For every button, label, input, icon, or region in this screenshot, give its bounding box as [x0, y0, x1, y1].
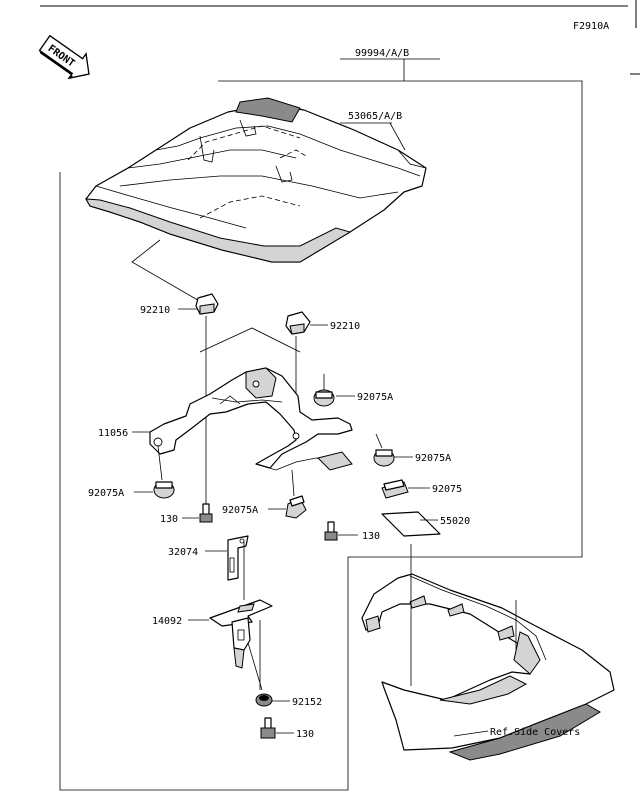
seat-cover-leader — [389, 122, 406, 151]
washer — [255, 693, 273, 707]
label-damper-5: 92075 — [432, 484, 462, 495]
label-bracket: 11056 — [98, 428, 128, 439]
side-covers-leader — [453, 730, 489, 737]
stay — [227, 535, 249, 581]
diagram-code: F2910A — [573, 21, 609, 32]
label-bolt-2: 130 — [362, 531, 380, 542]
label-damper-3: 92075A — [88, 488, 124, 499]
assembly-frame — [59, 80, 583, 791]
label-seat-cover: 53065/A/B — [348, 111, 402, 122]
label-clip-left: 92210 — [140, 305, 170, 316]
label-pad: 55020 — [440, 516, 470, 527]
holder — [209, 599, 273, 669]
label-holder: 14092 — [152, 616, 182, 627]
damper-1 — [313, 389, 335, 407]
label-damper-4: 92075A — [222, 505, 258, 516]
damper-5 — [381, 479, 409, 499]
label-damper-1: 92075A — [357, 392, 393, 403]
damper-3 — [153, 481, 175, 499]
front-arrow-icon: FRONT — [38, 34, 90, 80]
label-damper-2: 92075A — [415, 453, 451, 464]
damper-2 — [373, 449, 395, 467]
label-washer: 92152 — [292, 697, 322, 708]
bolt-1 — [199, 503, 213, 523]
clip-left — [195, 293, 219, 315]
damper-4 — [285, 495, 307, 519]
bracket — [149, 367, 353, 471]
label-ref-side-covers: Ref.Side Covers — [490, 727, 580, 738]
clip-right — [285, 311, 311, 335]
bolt-3 — [260, 717, 276, 739]
side-covers — [361, 573, 615, 761]
label-clip-right: 92210 — [330, 321, 360, 332]
label-bolt-1: 130 — [160, 514, 178, 525]
bolt-2 — [324, 521, 338, 541]
label-assembly: 99994/A/B — [355, 48, 409, 59]
label-stay: 32074 — [168, 547, 198, 558]
pad — [381, 511, 441, 537]
label-bolt-3: 130 — [296, 729, 314, 740]
seat-cover — [85, 97, 427, 263]
